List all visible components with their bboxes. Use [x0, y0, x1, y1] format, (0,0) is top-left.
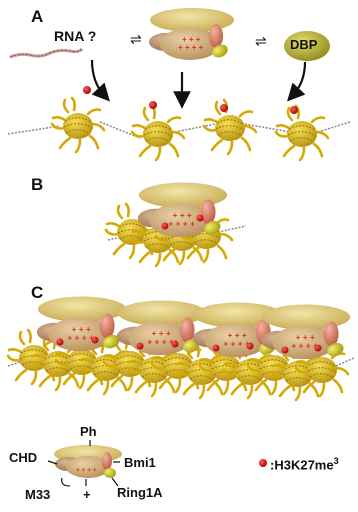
- legend-ph-label: Ph: [80, 425, 97, 438]
- legend-chd-label: CHD: [9, 451, 37, 464]
- h3k27me3-legend-dot: [259, 459, 267, 467]
- dbp-label: DBP: [290, 38, 317, 51]
- panel-b: [106, 183, 246, 267]
- legend: + + + +: [48, 440, 267, 486]
- panel-label-a: A: [31, 8, 43, 25]
- chromatin-fiber-a: [8, 86, 350, 160]
- prc1-complex-array: [37, 297, 350, 360]
- rna-label: RNA ?: [54, 29, 96, 43]
- h3k27me3-legend-label: :H3K27me3: [270, 457, 339, 471]
- binding-arrows: [92, 60, 305, 100]
- panel-c: [8, 297, 354, 401]
- legend-ring1a-label: Ring1A: [117, 486, 163, 499]
- dbp-equilibrium-arrow: ⇌: [255, 34, 267, 48]
- legend-m33-label: M33: [25, 488, 50, 501]
- panel-label-b: B: [31, 176, 43, 193]
- h3k27me3-superscript: 3: [334, 456, 339, 466]
- panel-label-c: C: [31, 284, 43, 301]
- rna-strand: [10, 49, 82, 57]
- h3k27me3-text: :H3K27me: [270, 457, 334, 472]
- legend-complex: + + + +: [54, 445, 122, 478]
- legend-bmi1-label: Bmi1: [124, 456, 156, 469]
- h3k27me3-mark: [83, 86, 298, 114]
- prc1-complex: [149, 8, 234, 60]
- svg-text:+ + + +: + + + +: [76, 467, 97, 474]
- legend-plus-label: +: [83, 488, 91, 501]
- rna-equilibrium-arrow: ⇌: [130, 32, 142, 46]
